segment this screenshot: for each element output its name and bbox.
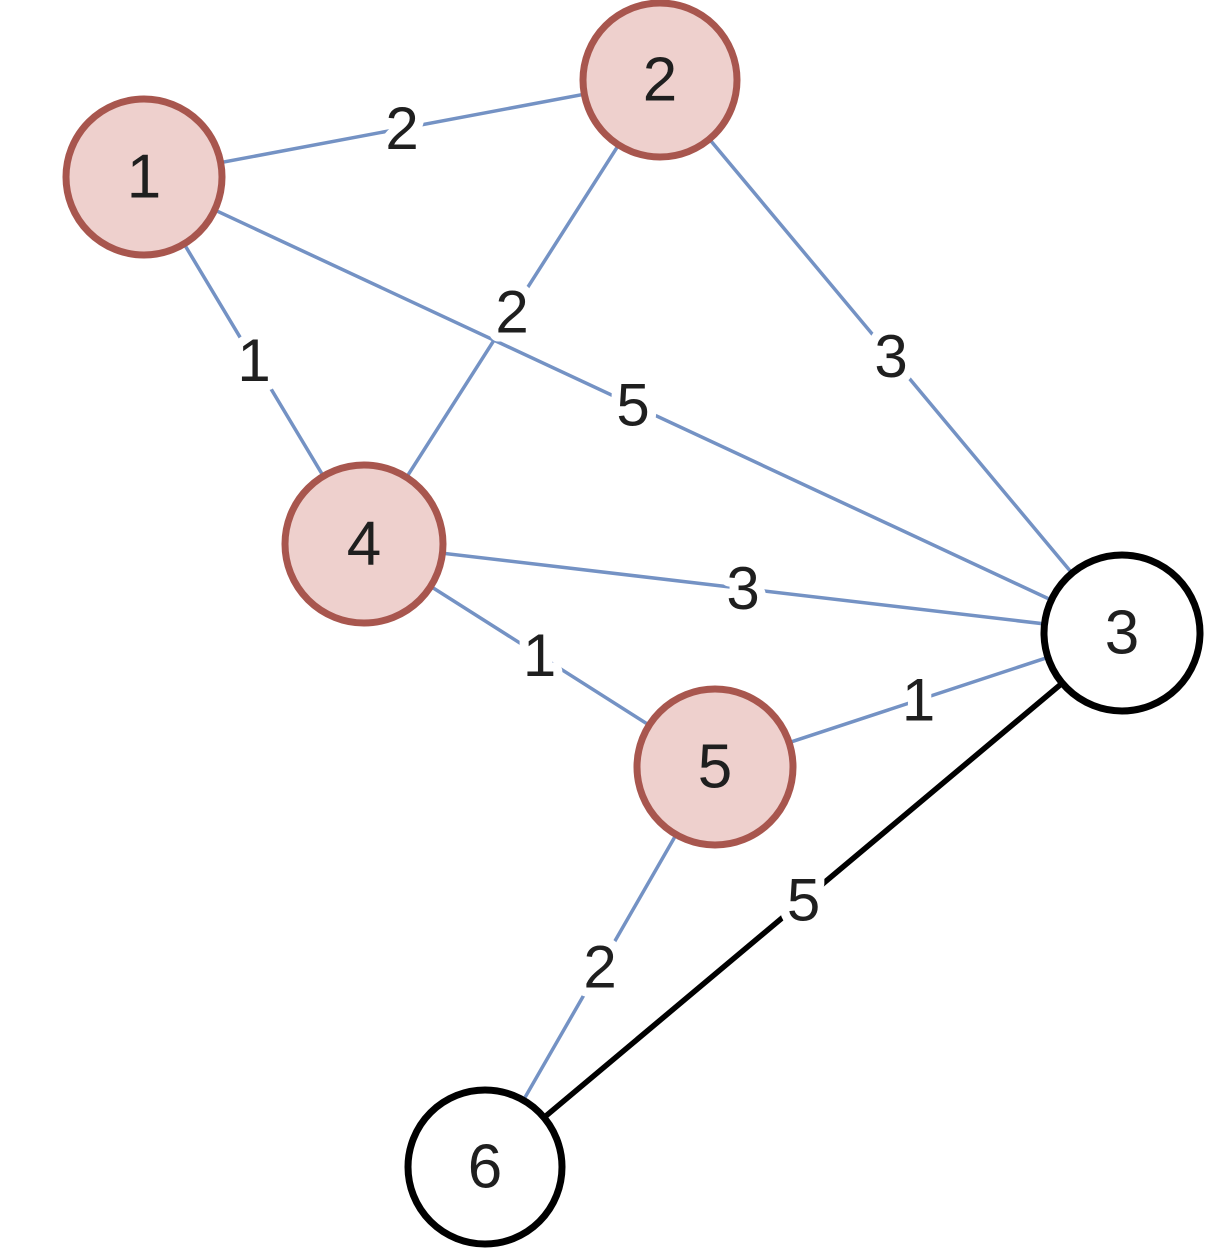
node-label-5: 5 bbox=[698, 733, 732, 802]
edge-4-3 bbox=[362, 542, 1124, 635]
edge-2-4 bbox=[362, 78, 662, 546]
edge-weight-2-4: 2 bbox=[495, 279, 528, 346]
node-circle-2 bbox=[579, 0, 741, 161]
edge-2-3 bbox=[658, 78, 1124, 635]
edge-weight-1-3: 5 bbox=[616, 372, 649, 439]
edge-1-2 bbox=[142, 78, 662, 179]
edge-1-3 bbox=[142, 175, 1124, 635]
edge-weight-1-2: 2 bbox=[385, 95, 418, 162]
edge-weight-4-5: 1 bbox=[523, 622, 556, 689]
node-circle-4 bbox=[281, 461, 447, 627]
node-circle-1 bbox=[62, 95, 226, 259]
node-label-3: 3 bbox=[1105, 599, 1139, 668]
edge-weight-6-3: 5 bbox=[787, 867, 820, 934]
edge-weight-1-4: 1 bbox=[237, 327, 270, 394]
edge-weight-5-6: 2 bbox=[583, 934, 616, 1001]
edge-6-3 bbox=[482, 630, 1125, 1170]
edge-weight-4-3: 3 bbox=[726, 555, 759, 622]
node-circle-6 bbox=[404, 1086, 566, 1248]
edge-weight-2-3: 3 bbox=[874, 323, 907, 390]
node-label-1: 1 bbox=[127, 143, 161, 212]
node-label-2: 2 bbox=[643, 46, 677, 115]
edge-weight-5-3: 1 bbox=[902, 667, 935, 734]
node-circle-5 bbox=[633, 685, 797, 849]
node-circle-3 bbox=[1040, 551, 1204, 715]
node-label-6: 6 bbox=[468, 1133, 502, 1202]
node-label-4: 4 bbox=[347, 510, 381, 579]
